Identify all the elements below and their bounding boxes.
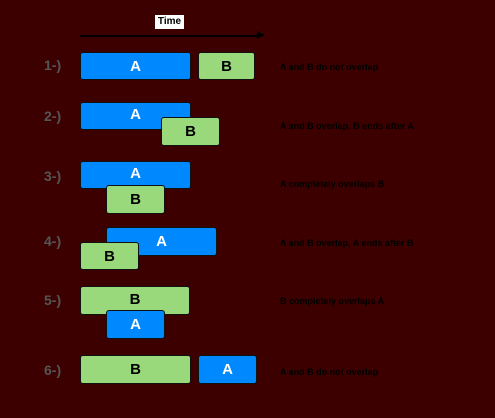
row-2-description: A and B overlap, B ends after A (280, 121, 414, 131)
row-3-description: A completely overlaps B (280, 179, 385, 189)
row-4-bar-b: B (80, 242, 139, 270)
row-5-number: 5-) (44, 292, 62, 308)
row-6-bar-b: B (80, 355, 191, 384)
time-label: Time (155, 15, 184, 29)
row-1-bar-b: B (198, 52, 255, 80)
row-1-number: 1-) (44, 57, 62, 73)
row-2-bar-a: A (80, 102, 191, 130)
row-2-number: 2-) (44, 108, 62, 124)
row-6-description: A and B do not overlap (280, 367, 379, 377)
row-5-description: B completely overlaps A (280, 296, 385, 306)
row-6-bar-a: A (198, 355, 257, 384)
row-3-number: 3-) (44, 168, 62, 184)
row-2-bar-b: B (161, 117, 220, 146)
row-5-bar-a: A (106, 310, 165, 339)
row-3-bar-b: B (106, 185, 165, 214)
row-6-number: 6-) (44, 362, 62, 378)
time-arrowhead-icon (257, 31, 265, 39)
row-1-description: A and B do not overlap (280, 62, 379, 72)
row-4-number: 4-) (44, 233, 62, 249)
time-axis (80, 35, 258, 37)
row-1-bar-a: A (80, 52, 191, 80)
row-4-description: A and B overlap, A ends after B (280, 238, 414, 248)
